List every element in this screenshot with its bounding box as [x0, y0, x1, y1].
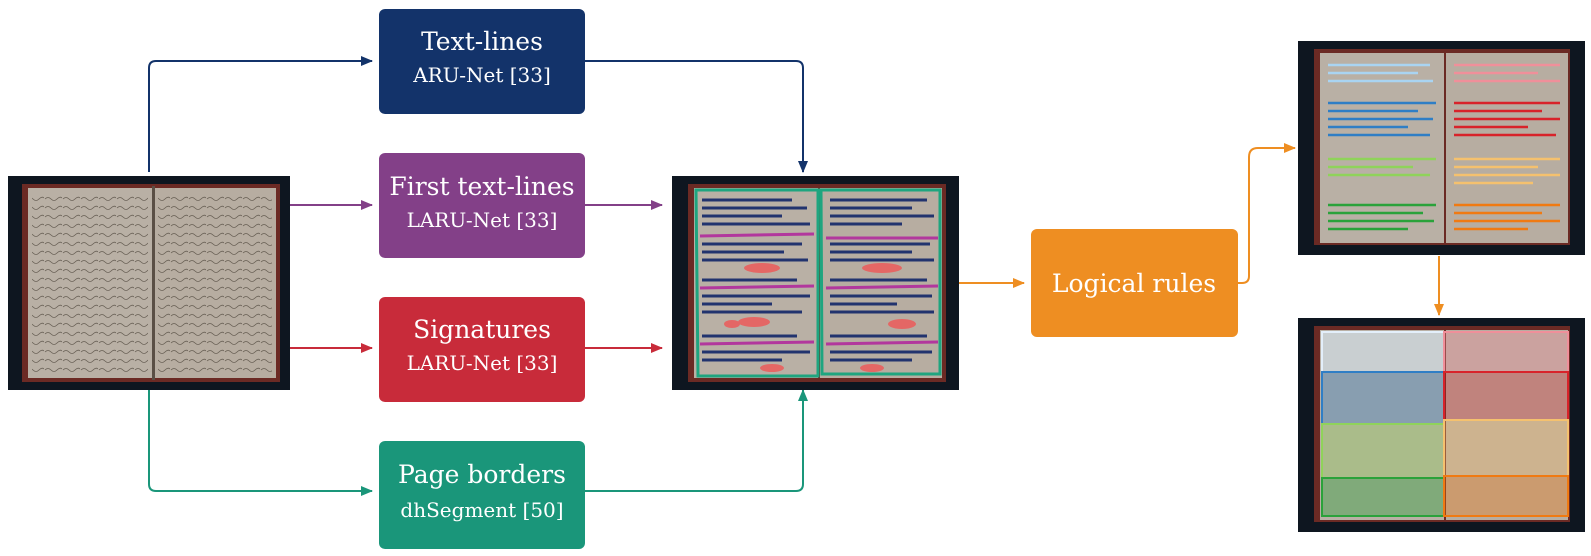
page-borders-title: Page borders [398, 460, 566, 489]
logical-rules-box: Logical rules [1031, 229, 1238, 337]
arrow-textlines-to-overlay [578, 60, 808, 173]
output-blocks-image [1298, 41, 1585, 255]
first-textlines-title: First text-lines [389, 172, 574, 201]
first-textlines-model: LARU-Net [33] [407, 208, 558, 232]
page-borders-box: Page borders dhSegment [50] [379, 441, 585, 549]
textlines-model: ARU-Net [33] [412, 63, 551, 87]
arrow-input-to-page-borders [148, 390, 373, 496]
detections-overlay-image [672, 176, 959, 390]
textlines-title: Text-lines [421, 27, 543, 56]
arrow-input-to-textlines [148, 56, 373, 172]
final-regions-image [1298, 318, 1585, 532]
signatures-model: LARU-Net [33] [407, 351, 558, 375]
arrow-rules-to-output [1226, 143, 1296, 284]
logical-rules-label: Logical rules [1052, 269, 1216, 298]
input-manuscript-image [8, 176, 290, 390]
page-borders-model: dhSegment [50] [400, 498, 563, 522]
first-textlines-box: First text-lines LARU-Net [33] [379, 153, 585, 258]
textlines-box: Text-lines ARU-Net [33] [379, 9, 585, 114]
signatures-title: Signatures [413, 315, 551, 344]
signatures-box: Signatures LARU-Net [33] [379, 297, 585, 402]
arrow-page-borders-to-overlay [578, 389, 808, 492]
